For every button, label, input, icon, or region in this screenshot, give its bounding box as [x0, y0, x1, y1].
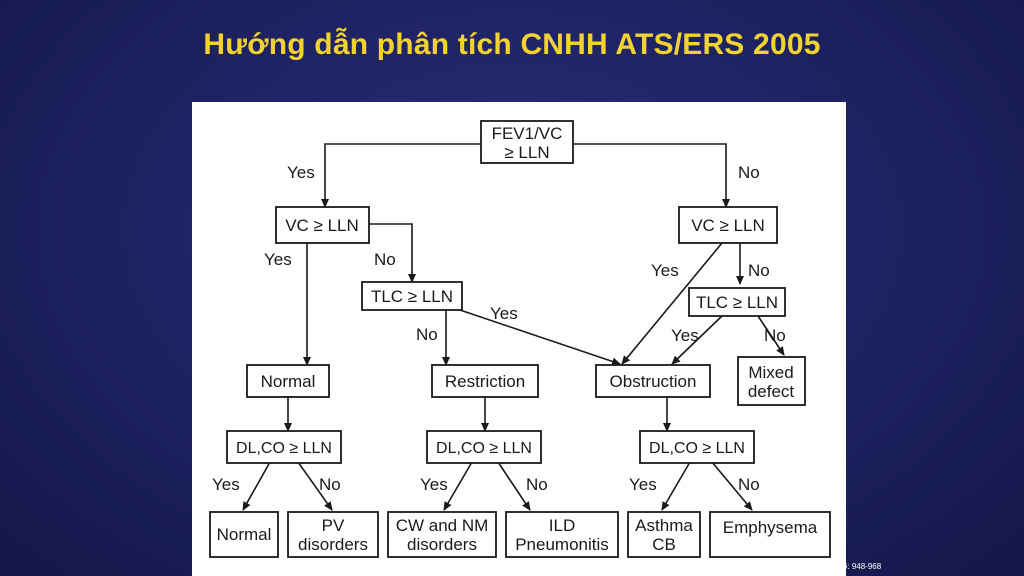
box-tlc-right [688, 287, 786, 317]
edge-dlco2-to-cw [443, 461, 473, 511]
edge-dlco3-to-asthma [661, 461, 691, 511]
flowchart-diagram: Yes No Yes No Yes No Yes No Yes No Yes N… [209, 120, 831, 558]
label-d3-yes: Yes [629, 475, 657, 494]
node-vc-right: VC ≥ LLN [691, 216, 765, 235]
node-restriction: Restriction [445, 372, 525, 391]
label-d1-yes: Yes [212, 475, 240, 494]
label-tlcl-yes: Yes [490, 304, 518, 323]
node-out-emphysema: Emphysema [723, 518, 818, 537]
box-tlc-left [361, 281, 463, 311]
node-obstruction: Obstruction [610, 372, 697, 391]
box-dlco-3 [639, 430, 755, 464]
edge-fev-to-vc-left [321, 143, 481, 208]
node-out-cw-line1: CW and NM [396, 516, 489, 535]
edge-tlc-right-to-obstruction [671, 315, 723, 365]
node-out-pv-line2: disorders [298, 535, 368, 554]
label-fev-yes: Yes [287, 163, 315, 182]
node-normal: Normal [261, 372, 316, 391]
label-d2-yes: Yes [420, 475, 448, 494]
box-out-asthma [627, 511, 701, 558]
slide-title: Hướng dẫn phân tích CNHH ATS/ERS 2005 [203, 28, 821, 61]
label-tlcr-yes: Yes [671, 326, 699, 345]
box-out-normal [209, 511, 279, 558]
label-vcl-yes: Yes [264, 250, 292, 269]
label-vcr-no: No [748, 261, 770, 280]
node-boxes [209, 120, 831, 558]
node-dlco-3: DL,CO ≥ LLN [649, 440, 745, 457]
box-normal [246, 364, 330, 398]
citation: Eur Respir J 2005; 26: 948-968 [770, 562, 882, 571]
label-d3-no: No [738, 475, 760, 494]
connectors [242, 143, 785, 511]
box-out-cw [387, 511, 497, 558]
node-vc-left: VC ≥ LLN [285, 216, 359, 235]
label-d2-no: No [526, 475, 548, 494]
node-out-pv-line1: PV [322, 516, 345, 535]
node-out-cw-line2: disorders [407, 535, 477, 554]
node-out-ild-line1: ILD [549, 516, 575, 535]
label-tlcr-no: No [764, 326, 786, 345]
node-fev1vc-line1: FEV1/VC [492, 124, 563, 143]
edge-tlc-left-to-obstruction [459, 309, 621, 366]
node-dlco-2: DL,CO ≥ LLN [436, 440, 532, 457]
edge-tlc-right-to-mixed [757, 315, 785, 356]
edge-labels: Yes No Yes No Yes No Yes No Yes No Yes N… [212, 163, 786, 494]
node-mixed-line1: Mixed [748, 363, 793, 382]
node-fev1vc-line2: ≥ LLN [504, 143, 549, 162]
edge-vc-right-to-obstruction [621, 242, 723, 365]
node-dlco-1: DL,CO ≥ LLN [236, 440, 332, 457]
node-out-asthma-line2: CB [652, 535, 676, 554]
box-dlco-1 [226, 430, 342, 464]
node-tlc-left: TLC ≥ LLN [371, 287, 453, 306]
label-fev-no: No [738, 163, 760, 182]
node-mixed-line2: defect [748, 382, 795, 401]
label-vcr-yes: Yes [651, 261, 679, 280]
box-out-emphysema [709, 511, 831, 558]
label-d1-no: No [319, 475, 341, 494]
edge-dlco3-to-emphysema [711, 461, 753, 511]
box-restriction [431, 364, 539, 398]
edge-dlco1-to-normal [242, 461, 271, 511]
node-tlc-right: TLC ≥ LLN [696, 293, 778, 312]
edge-fev-to-vc-right [573, 143, 730, 208]
box-out-pv [287, 511, 379, 558]
edge-dlco2-to-ild [497, 461, 531, 511]
box-vc-left [275, 206, 370, 244]
node-out-asthma-line1: Asthma [635, 516, 693, 535]
box-obstruction [595, 364, 711, 398]
box-mixed [737, 356, 806, 406]
edge-vc-left-to-tlc-left [369, 223, 416, 283]
box-fev1vc [480, 120, 574, 164]
box-dlco-2 [426, 430, 542, 464]
node-out-ild-line2: Pneumonitis [515, 535, 609, 554]
label-vcl-no: No [374, 250, 396, 269]
node-out-normal: Normal [217, 525, 272, 544]
label-tlcl-no: No [416, 325, 438, 344]
edge-dlco1-to-pv [297, 461, 333, 511]
box-vc-right [678, 206, 778, 244]
node-texts: FEV1/VC ≥ LLN VC ≥ LLN VC ≥ LLN TLC ≥ LL… [217, 124, 818, 554]
box-out-ild [505, 511, 619, 558]
flowchart-panel: Yes No Yes No Yes No Yes No Yes No Yes N… [192, 102, 846, 576]
